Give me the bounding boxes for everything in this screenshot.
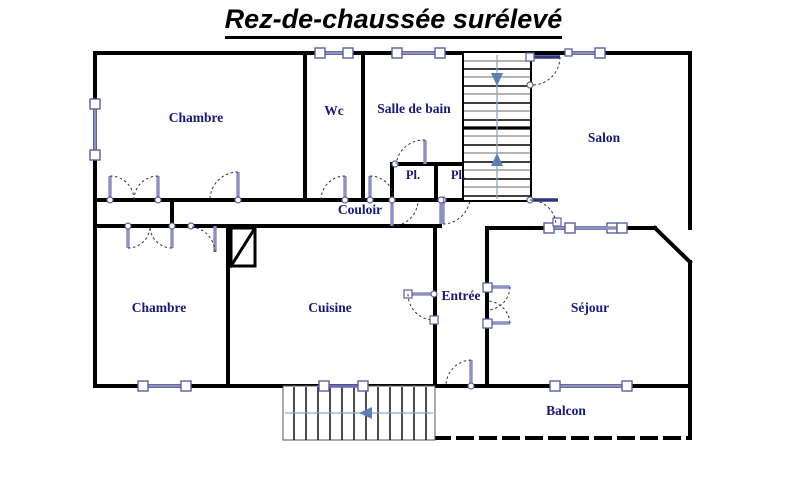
door-sejour-b xyxy=(482,300,511,329)
room-label-wc: Wc xyxy=(324,103,344,118)
room-label-placard-2: Pl. xyxy=(451,168,465,182)
windows-group xyxy=(89,47,633,392)
door-couloir-south-b xyxy=(388,196,419,227)
room-label-salle-de-bain: Salle de bain xyxy=(377,101,451,116)
window-top-wc xyxy=(314,47,354,59)
door-wc xyxy=(320,175,349,204)
room-labels-group: Chambre Wc Salle de bain Salon Pl. Pl. C… xyxy=(132,101,621,418)
door-chambre1-c xyxy=(209,171,242,204)
walls-group xyxy=(93,51,693,440)
staircase-main xyxy=(464,53,530,200)
window-sejour-south xyxy=(549,380,633,392)
room-label-entree: Entrée xyxy=(442,288,481,303)
door-stair-top-salon xyxy=(525,52,561,89)
window-sejour-north xyxy=(564,222,628,234)
room-label-salon: Salon xyxy=(588,130,621,145)
wall-sejour-chamfer xyxy=(652,225,693,265)
door-placard-1 xyxy=(391,139,427,168)
chimney-duct xyxy=(229,226,257,268)
room-label-balcon: Balcon xyxy=(546,403,586,418)
door-chambre2-a xyxy=(124,222,151,249)
room-label-cuisine: Cuisine xyxy=(308,300,352,315)
doors-group xyxy=(106,52,562,390)
door-chambre2-b xyxy=(149,222,176,249)
room-label-chambre-1: Chambre xyxy=(169,110,224,125)
window-cuisine-south xyxy=(318,380,369,392)
door-salle-de-bain xyxy=(366,175,395,204)
stair-arrow-down-icon xyxy=(491,73,503,86)
room-label-sejour: Séjour xyxy=(571,300,609,315)
door-salon-couloir xyxy=(526,196,562,227)
door-couloir-south-a xyxy=(437,196,445,224)
page-title-text: Rez-de-chaussée surélevé xyxy=(224,4,563,39)
window-top-salon xyxy=(564,47,606,59)
room-label-chambre-2: Chambre xyxy=(132,300,187,315)
page-title: Rez-de-chaussée surélevé xyxy=(0,4,787,39)
stair-arrow-up-icon xyxy=(491,153,503,166)
door-sejour-a xyxy=(482,282,511,311)
window-chambre1-west xyxy=(89,98,101,161)
room-label-couloir: Couloir xyxy=(338,202,382,217)
staircase-exterior xyxy=(282,385,436,441)
room-label-placard-1: Pl. xyxy=(406,168,420,182)
door-entree-west xyxy=(403,289,439,325)
door-chambre1-a xyxy=(106,175,135,204)
window-chambre2-south xyxy=(137,380,192,392)
door-cuisine xyxy=(187,222,217,253)
door-chambre1-b xyxy=(133,175,162,204)
chimney-duct-diagonal xyxy=(228,225,258,269)
door-entree-exterior xyxy=(445,359,475,390)
window-top-salle-de-bain xyxy=(391,47,446,59)
stair-ext-arrow-left-icon xyxy=(359,407,372,419)
